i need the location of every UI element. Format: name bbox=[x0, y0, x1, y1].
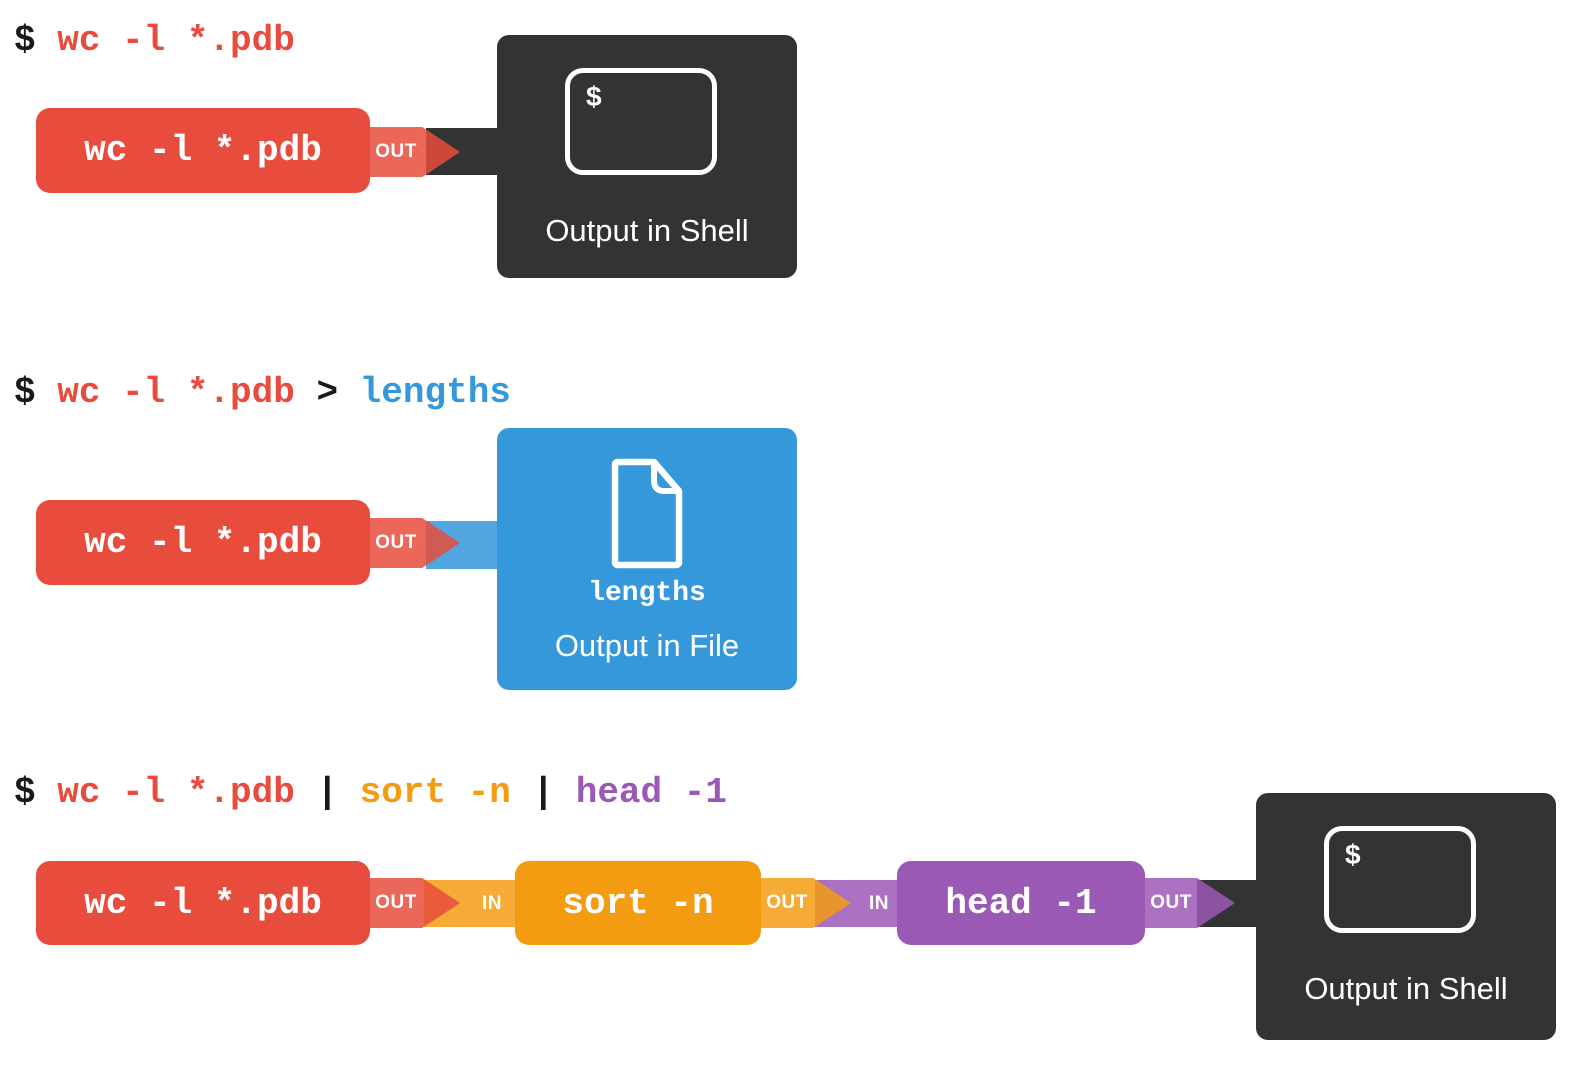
prompt-sort-text: sort -n bbox=[359, 772, 511, 813]
command-box-head: head -1 bbox=[897, 861, 1145, 945]
in-port-label: IN bbox=[482, 892, 502, 914]
out-port-label: OUT bbox=[375, 892, 417, 913]
prompt-pipe-operator: | bbox=[294, 772, 360, 813]
terminal-window-icon: $ bbox=[1324, 826, 1476, 933]
prompt-command-text: wc -l *.pdb bbox=[57, 772, 295, 813]
command-box-wc: wc -l *.pdb bbox=[36, 500, 370, 585]
file-name-label: lengths bbox=[588, 578, 706, 609]
command-box-label: head -1 bbox=[945, 882, 1097, 924]
command-box-label: wc -l *.pdb bbox=[84, 882, 322, 924]
terminal-dollar-glyph: $ bbox=[1345, 839, 1361, 870]
output-in-shell-box: $ Output in Shell bbox=[497, 35, 797, 278]
output-in-file-box: lengths Output in File bbox=[497, 428, 797, 690]
command-box-wc: wc -l *.pdb bbox=[36, 861, 370, 945]
command-box-sort: sort -n bbox=[515, 861, 761, 945]
command-box-label: wc -l *.pdb bbox=[84, 130, 322, 171]
file-icon bbox=[611, 458, 683, 569]
terminal-window-icon: $ bbox=[565, 68, 717, 175]
prompt-dollar: $ bbox=[14, 772, 58, 813]
command-box-label: sort -n bbox=[562, 882, 714, 924]
out-port-label: OUT bbox=[1150, 892, 1192, 913]
prompt-line-2: $ wc -l *.pdb > lengths bbox=[14, 372, 511, 413]
command-box-label: wc -l *.pdb bbox=[84, 522, 322, 563]
prompt-head-text: head -1 bbox=[575, 772, 727, 813]
prompt-command-text: wc -l *.pdb bbox=[57, 372, 295, 413]
out-port-label: OUT bbox=[375, 532, 417, 553]
prompt-dollar: $ bbox=[14, 372, 58, 413]
in-port-label: IN bbox=[869, 892, 889, 914]
out-port-label: OUT bbox=[766, 892, 808, 913]
prompt-filename: lengths bbox=[359, 372, 511, 413]
output-in-shell-box: $ Output in Shell bbox=[1256, 793, 1556, 1040]
output-box-caption: Output in File bbox=[554, 628, 740, 663]
output-box-caption: Output in Shell bbox=[1304, 971, 1508, 1006]
prompt-command-text: wc -l *.pdb bbox=[57, 20, 295, 61]
prompt-line-1: $ wc -l *.pdb bbox=[14, 20, 295, 61]
output-box-caption: Output in Shell bbox=[545, 213, 749, 248]
prompt-redirect-operator: > bbox=[294, 372, 360, 413]
prompt-pipe-operator: | bbox=[510, 772, 576, 813]
command-box-wc: wc -l *.pdb bbox=[36, 108, 370, 193]
prompt-line-3: $ wc -l *.pdb | sort -n | head -1 bbox=[14, 772, 727, 813]
terminal-dollar-glyph: $ bbox=[586, 81, 602, 112]
out-port-label: OUT bbox=[375, 141, 417, 162]
prompt-dollar: $ bbox=[14, 20, 58, 61]
